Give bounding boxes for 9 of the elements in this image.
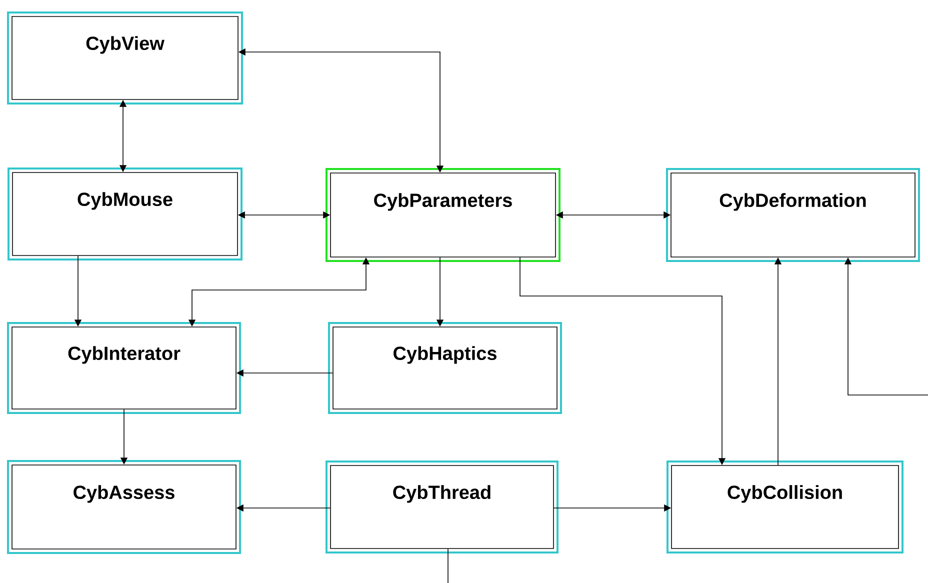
class-box: CybDeformation [666, 168, 920, 262]
class-box: CybView [7, 12, 243, 104]
class-box: CybHaptics [328, 322, 562, 414]
class-box: CybParameters [326, 168, 560, 262]
class-box: CybInterator [7, 322, 241, 414]
class-box: CybCollision [666, 460, 904, 554]
class-box: CybAssess [7, 460, 241, 554]
class-box: CybThread [326, 460, 558, 554]
class-box: CybMouse [8, 168, 242, 260]
